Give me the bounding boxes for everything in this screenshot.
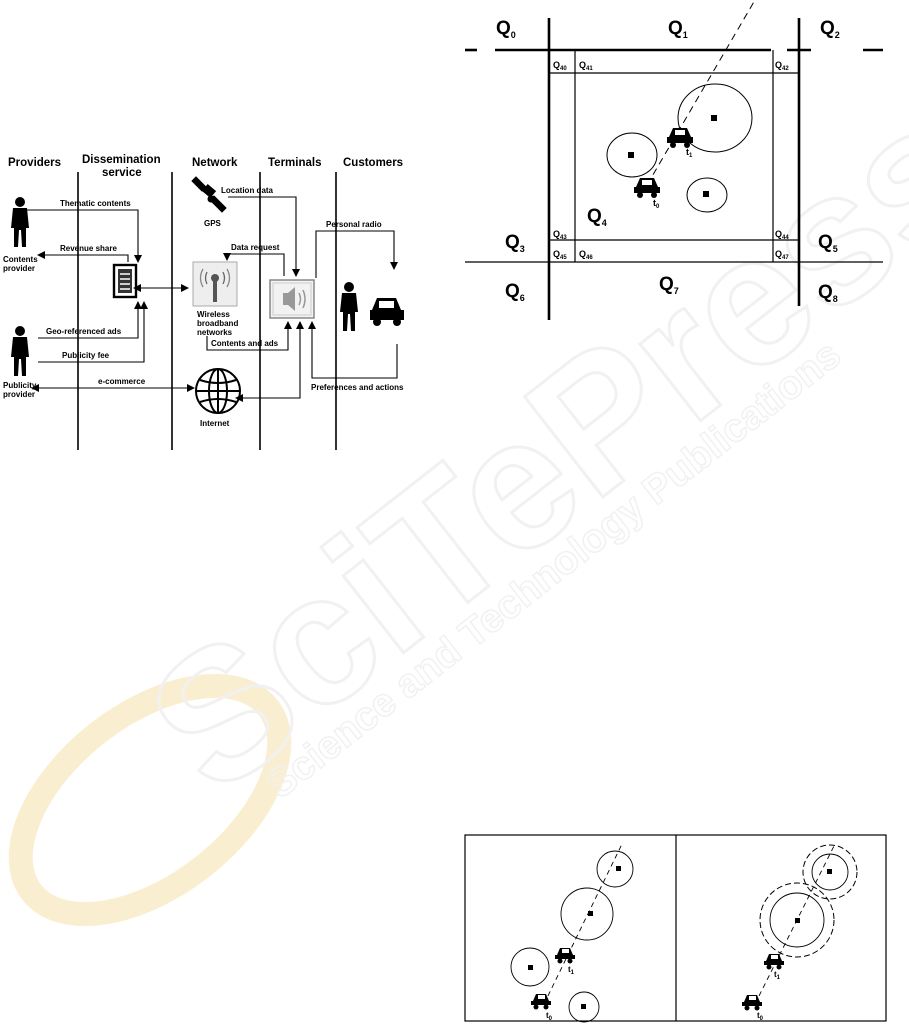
q8-label: Q8 xyxy=(818,282,838,304)
q7-label: Q7 xyxy=(659,274,679,296)
contents-provider-person-icon xyxy=(11,197,29,247)
t0-label: t0 xyxy=(653,198,660,210)
q5-label: Q5 xyxy=(818,232,838,254)
header-customers: Customers xyxy=(343,157,403,169)
q42-label: Q42 xyxy=(775,60,789,72)
internet-label: Internet xyxy=(200,419,230,428)
wireless-label-3: networks xyxy=(197,328,233,337)
header-dissemination-2: service xyxy=(102,167,142,179)
publicity-provider-person-icon xyxy=(11,326,29,376)
right-panel: t1 t0 xyxy=(742,844,858,1022)
t1-label: t1 xyxy=(686,147,693,159)
left-panel: t1 t0 xyxy=(510,843,634,1023)
right-vehicle-t0-icon xyxy=(742,995,762,1011)
q0-label: Q0 xyxy=(496,18,516,40)
flow-geo-ads-label: Geo-referenced ads xyxy=(46,327,122,336)
publicity-provider-label-2: provider xyxy=(3,390,35,399)
right-vehicle-t1-icon xyxy=(764,954,784,970)
wireless-antenna-icon xyxy=(192,261,238,307)
vehicle-t0-icon xyxy=(634,178,660,198)
customer-car-icon xyxy=(370,298,404,326)
quadrant-diagram: Q0 Q1 Q2 Q3 Q4 Q5 Q6 Q7 Q8 Q40 Q41 Q42 Q… xyxy=(465,0,883,320)
left-t1-label: t1 xyxy=(568,965,575,976)
quadrant-borders xyxy=(465,18,883,320)
q40-label: Q40 xyxy=(553,60,567,72)
terminal-speaker-icon xyxy=(269,279,315,319)
interest-points xyxy=(628,115,717,197)
publicity-provider-label-1: Publicity xyxy=(3,381,37,390)
flow-thematic-label: Thematic contents xyxy=(60,199,131,208)
q2-label: Q2 xyxy=(820,18,840,40)
flow-data-request-label: Data request xyxy=(231,243,280,252)
q3-label: Q3 xyxy=(505,232,525,254)
right-t0-label: t0 xyxy=(757,1011,764,1022)
vehicle-t1-icon xyxy=(667,128,693,148)
right-t1-label: t1 xyxy=(774,970,781,981)
left-vehicle-t1-icon xyxy=(555,948,575,964)
q47-label: Q47 xyxy=(775,249,789,261)
flow-ecommerce-label: e-commerce xyxy=(98,377,146,386)
interest-regions xyxy=(606,83,753,213)
customer-person-icon xyxy=(340,282,358,331)
flow-contents-ads-label: Contents and ads xyxy=(211,339,279,348)
header-network: Network xyxy=(192,157,238,169)
gps-satellite-icon xyxy=(191,176,227,213)
header-dissemination-1: Dissemination xyxy=(82,154,161,166)
contents-provider-label-2: provider xyxy=(3,264,35,273)
q41-label: Q41 xyxy=(579,60,593,72)
q45-label: Q45 xyxy=(553,249,567,261)
q6-label: Q6 xyxy=(505,281,525,303)
header-providers: Providers xyxy=(8,157,61,169)
q44-label: Q44 xyxy=(775,229,789,241)
architecture-diagram: Providers Dissemination service Network … xyxy=(3,154,404,450)
column-separators xyxy=(77,172,337,450)
q1-label: Q1 xyxy=(668,18,688,40)
internet-globe-icon xyxy=(195,368,241,414)
contents-provider-label-1: Contents xyxy=(3,255,38,264)
document-server-icon xyxy=(112,263,138,299)
gps-label: GPS xyxy=(204,219,222,228)
flow-revenue-label: Revenue share xyxy=(60,244,117,253)
flow-arrows xyxy=(26,196,398,402)
wireless-label-1: Wireless xyxy=(197,310,230,319)
left-vehicle-t0-icon xyxy=(531,994,551,1010)
flow-fee-label: Publicity fee xyxy=(62,351,110,360)
header-terminals: Terminals xyxy=(268,157,321,169)
quadrant-thin-borders xyxy=(465,50,883,263)
flow-location-label: Location data xyxy=(221,186,274,195)
q4-label: Q4 xyxy=(587,206,607,228)
q43-label: Q43 xyxy=(553,229,567,241)
watermark-ring xyxy=(8,673,292,927)
left-t0-label: t0 xyxy=(546,1011,553,1022)
wireless-label-2: broadband xyxy=(197,319,238,328)
flow-personal-radio-label: Personal radio xyxy=(326,220,382,229)
q46-label: Q46 xyxy=(579,249,593,261)
trajectory-panels: t1 t0 t1 t0 xyxy=(464,834,887,1023)
flow-prefs-label: Preferences and actions xyxy=(311,383,404,392)
